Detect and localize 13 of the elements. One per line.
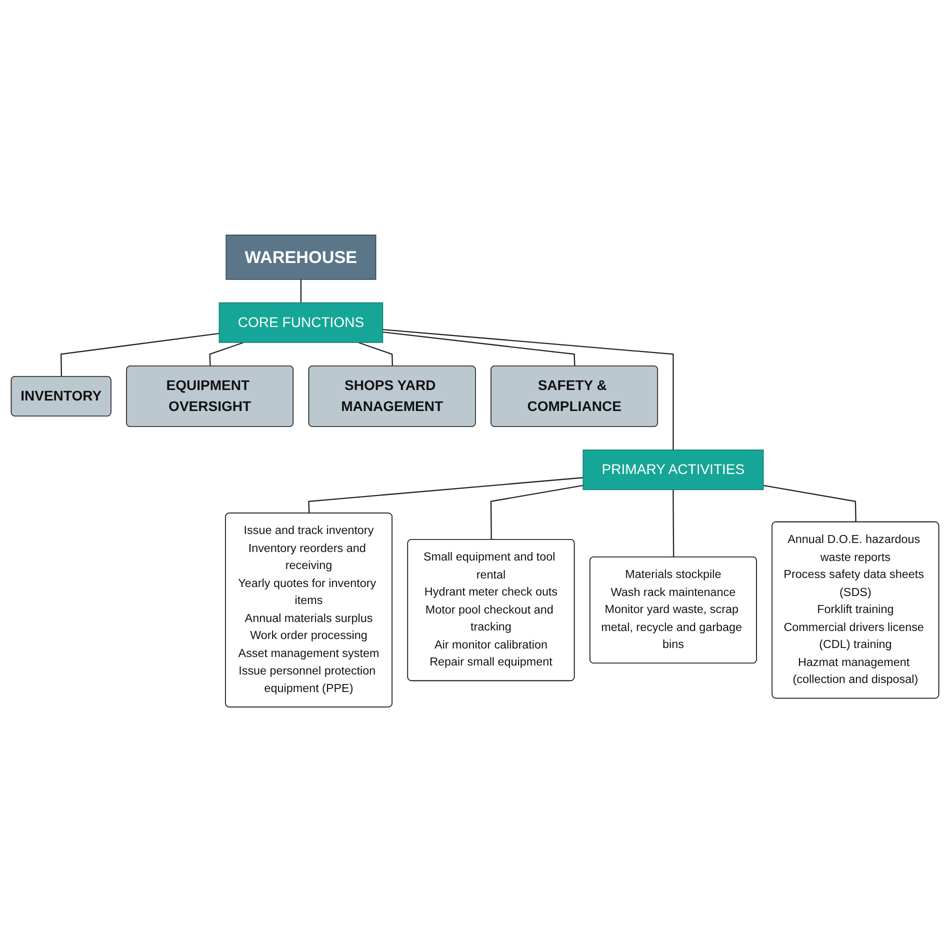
connector xyxy=(358,342,394,366)
node-box: WAREHOUSE xyxy=(226,234,376,280)
connector xyxy=(382,332,576,366)
connector xyxy=(60,332,220,377)
connector xyxy=(308,477,584,514)
connector xyxy=(209,342,244,366)
connector xyxy=(490,484,584,540)
connector xyxy=(382,328,674,450)
node-box: PRIMARY ACTIVITIES xyxy=(582,450,764,490)
node-box: CORE FUNCTIONS xyxy=(218,302,384,343)
connector xyxy=(300,279,302,303)
connector xyxy=(763,484,856,522)
connector xyxy=(672,490,674,558)
